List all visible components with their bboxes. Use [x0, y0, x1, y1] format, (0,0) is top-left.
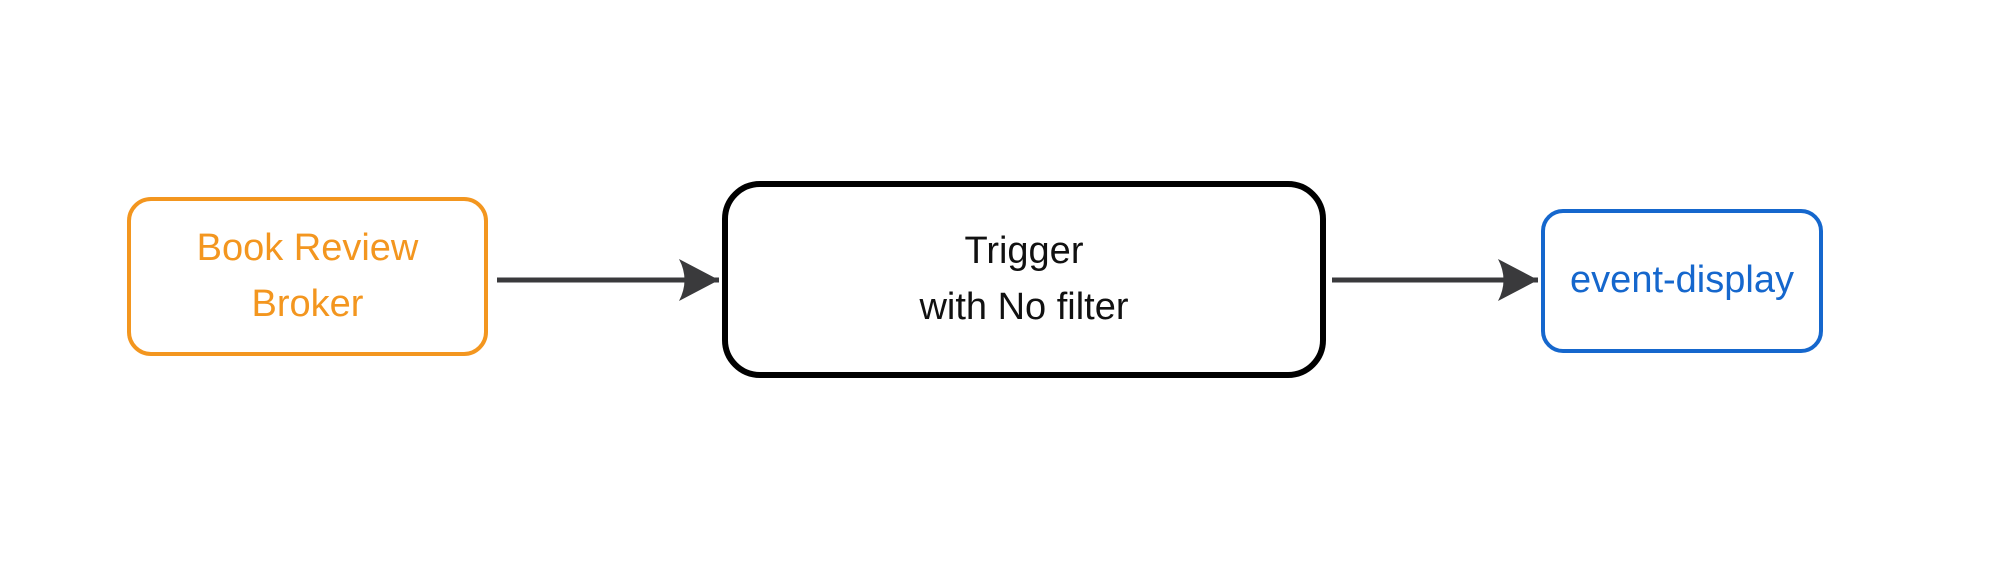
node-event-display: event-display [1541, 209, 1823, 353]
node-event-display-label: event-display [1570, 253, 1794, 309]
node-trigger: Trigger with No filter [722, 181, 1326, 378]
node-label-line: Book Review [196, 226, 419, 269]
node-book-review-broker: Book Review Broker [127, 197, 488, 356]
node-label-line: Broker [251, 282, 364, 325]
node-label-line: Trigger [964, 229, 1084, 272]
node-book-review-broker-label: Book Review Broker [197, 221, 419, 333]
node-label-line: with No filter [919, 285, 1129, 328]
node-label-line: event-display [1570, 259, 1794, 302]
node-trigger-label: Trigger with No filter [919, 224, 1128, 336]
